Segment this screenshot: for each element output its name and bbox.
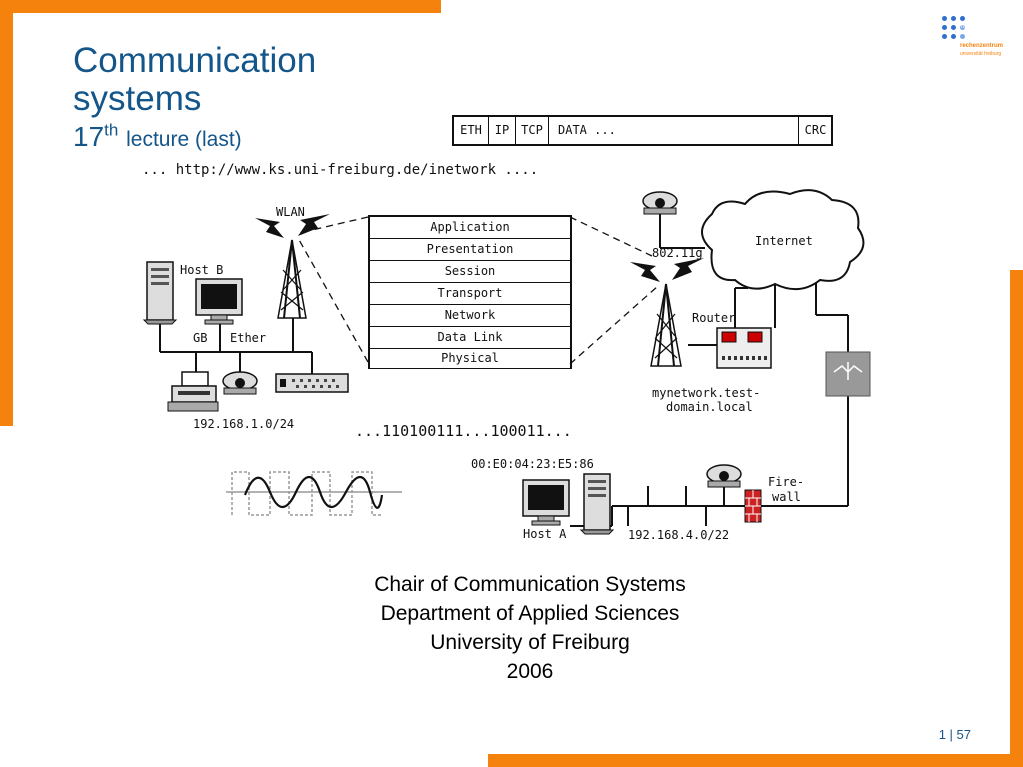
frame-ip: IP <box>489 117 516 144</box>
credits-chair: Chair of Communication Systems <box>374 573 686 596</box>
subnet-1-label: 192.168.1.0/24 <box>193 417 295 431</box>
osi-layer: Transport <box>370 283 570 305</box>
osi-stack: Application Presentation Session Transpo… <box>368 215 572 369</box>
host-b-tower-icon <box>142 261 178 325</box>
credits-university: University of Freiburg <box>430 631 630 654</box>
wlan-antenna-icon <box>277 239 307 319</box>
title-line2: systems <box>73 79 202 118</box>
signal-wave-icon <box>226 471 402 516</box>
lightning-icon <box>298 214 330 236</box>
host-b-monitor-icon <box>195 278 243 325</box>
logo-line1: rechenzentrum <box>960 43 1004 49</box>
credits-department: Department of Applied Sciences <box>380 602 680 625</box>
osi-layer: Session <box>370 261 570 283</box>
wlan-label: WLAN <box>276 205 305 219</box>
gb-label: GB <box>193 331 208 345</box>
right-orange-bar <box>1010 270 1023 767</box>
osi-layer: Presentation <box>370 239 570 261</box>
ether-label: Ether <box>230 331 267 345</box>
phone-icon <box>642 191 678 215</box>
logo-badge: rz <box>961 24 966 30</box>
router-icon <box>716 327 772 369</box>
bottom-orange-bar <box>488 754 1023 767</box>
title-line3: 17th lecture (last) <box>73 118 316 159</box>
frame-header: ETH IP TCP DATA ... CRC <box>452 115 833 146</box>
firewall-icon <box>744 489 762 523</box>
top-orange-bar <box>0 0 441 13</box>
host-a-label: Host A <box>523 527 567 541</box>
title-line1: Communication <box>73 41 317 80</box>
mac-label: 00:E0:04:23:E5:86 <box>471 457 594 471</box>
osi-layer: Application <box>370 217 570 239</box>
router-label: Router <box>692 311 736 325</box>
lecture-number: 17 <box>73 121 105 152</box>
logo-line2: universität freiburg <box>960 51 1002 57</box>
wifi-antenna-icon <box>650 283 682 367</box>
frame-data: DATA ... <box>558 123 616 137</box>
domain-label-2: domain.local <box>666 400 753 414</box>
osi-layer: Network <box>370 305 570 327</box>
bitstream-label: ...110100111...100011... <box>355 422 572 440</box>
url-text: ... http://www.ks.uni-freiburg.de/inetwo… <box>142 162 539 178</box>
left-orange-bar <box>0 0 13 426</box>
page-title: Communication systems 17th lecture (last… <box>73 42 316 159</box>
lightning-icon <box>672 258 704 280</box>
credits: Chair of Communication Systems Departmen… <box>300 570 760 686</box>
internet-cloud-icon <box>701 189 865 291</box>
host-b-label: Host B <box>180 263 224 277</box>
phone-icon <box>222 371 258 395</box>
printer-icon <box>167 371 219 412</box>
wifi-label: 802.11g <box>652 246 703 260</box>
switch-icon <box>275 373 349 393</box>
lightning-icon <box>630 262 660 282</box>
osi-layer: Data Link <box>370 327 570 349</box>
lecture-suffix: th <box>104 120 119 140</box>
internet-label: Internet <box>755 234 813 248</box>
firewall-label-2: wall <box>772 490 801 504</box>
frame-eth: ETH <box>454 117 489 144</box>
rz-logo: rz rechenzentrum universität freiburg <box>940 14 1015 62</box>
frame-tcp: TCP <box>516 117 549 144</box>
page-number: 1 | 57 <box>938 727 971 742</box>
firewall-label-1: Fire- <box>768 475 805 489</box>
modem-icon <box>825 351 871 397</box>
host-a-monitor-icon <box>522 479 570 526</box>
osi-layer: Physical <box>441 351 499 365</box>
frame-crc: CRC <box>798 117 832 144</box>
domain-label-1: mynetwork.test- <box>652 386 761 400</box>
host-a-tower-icon <box>579 473 615 535</box>
lecture-text: lecture (last) <box>126 128 242 151</box>
subnet-2-label: 192.168.4.0/22 <box>628 528 730 542</box>
phone-icon <box>706 464 742 488</box>
credits-year: 2006 <box>506 660 554 683</box>
lightning-icon <box>255 218 284 238</box>
